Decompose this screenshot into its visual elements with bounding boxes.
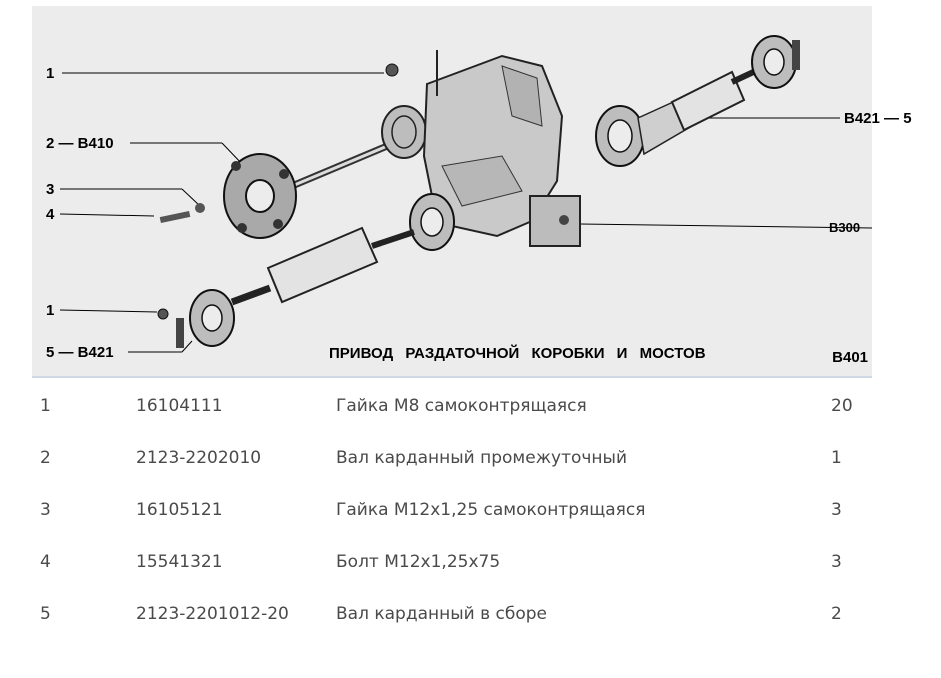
part-qty: 20 bbox=[831, 396, 853, 416]
flexible-coupling bbox=[159, 63, 399, 239]
diagram-caption: ПРИВОД РАЗДАТОЧНОЙ КОРОБКИ И МОСТОВ bbox=[329, 344, 706, 362]
callout-2: 2 — B410 bbox=[46, 135, 114, 152]
callout-4: 4 bbox=[46, 206, 55, 223]
parts-table: 1 16104111 Гайка М8 самоконтрящаяся 20 2… bbox=[32, 380, 871, 640]
part-qty: 2 bbox=[831, 604, 842, 624]
part-code: 16104111 bbox=[136, 396, 223, 416]
diagram-svg: 1 2 — B410 3 4 1 5 — B421 B421 — 5 B300 … bbox=[46, 35, 912, 366]
callout-5-bottom: 5 — B421 bbox=[46, 344, 114, 361]
part-qty: 3 bbox=[831, 500, 842, 520]
leader-b300 bbox=[579, 223, 873, 229]
intermediate-shaft bbox=[290, 105, 427, 190]
transfer-case bbox=[422, 50, 581, 247]
part-code: 2123-2202010 bbox=[136, 448, 262, 468]
leader-1-bottom bbox=[59, 309, 158, 313]
table-row: 3 16105121 Гайка М12х1,25 самоконтрящаяс… bbox=[32, 484, 871, 536]
part-name: Гайка М12х1,25 самоконтрящаяся bbox=[336, 500, 646, 520]
diagram-code: B401 bbox=[832, 349, 868, 366]
row-number: 5 bbox=[40, 604, 51, 624]
parts-diagram: 1 2 — B410 3 4 1 5 — B421 B421 — 5 B300 … bbox=[32, 6, 912, 376]
part-qty: 1 bbox=[831, 448, 842, 468]
leader-4 bbox=[59, 213, 155, 217]
part-qty: 3 bbox=[831, 552, 842, 572]
row-number: 2 bbox=[40, 448, 51, 468]
part-code: 16105121 bbox=[136, 500, 223, 520]
part-code: 2123-2201012-20 bbox=[136, 604, 289, 624]
callout-1-bottom: 1 bbox=[46, 302, 54, 319]
table-row: 5 2123-2201012-20 Вал карданный в сборе … bbox=[32, 588, 871, 640]
rear-cardan-shaft bbox=[157, 193, 455, 348]
table-row: 1 16104111 Гайка М8 самоконтрящаяся 20 bbox=[32, 380, 871, 432]
part-name: Вал карданный в сборе bbox=[336, 604, 548, 624]
callout-3: 3 bbox=[46, 181, 54, 198]
row-number: 4 bbox=[40, 552, 51, 572]
part-name: Гайка М8 самоконтрящаяся bbox=[336, 396, 587, 416]
row-number: 3 bbox=[40, 500, 51, 520]
row-number: 1 bbox=[40, 396, 51, 416]
leader-5-bottom-b bbox=[181, 340, 193, 353]
separator bbox=[32, 376, 872, 378]
front-cardan-shaft bbox=[595, 35, 800, 167]
callout-5-right: B421 — 5 bbox=[844, 110, 912, 127]
table-row: 2 2123-2202010 Вал карданный промежуточн… bbox=[32, 432, 871, 484]
leader-3b bbox=[181, 188, 201, 207]
callout-b300: B300 bbox=[829, 220, 860, 235]
callout-1-top: 1 bbox=[46, 65, 54, 82]
table-row: 4 15541321 Болт М12х1,25х75 3 bbox=[32, 536, 871, 588]
part-name: Болт М12х1,25х75 bbox=[336, 552, 501, 572]
part-name: Вал карданный промежуточный bbox=[336, 448, 628, 468]
part-code: 15541321 bbox=[136, 552, 223, 572]
